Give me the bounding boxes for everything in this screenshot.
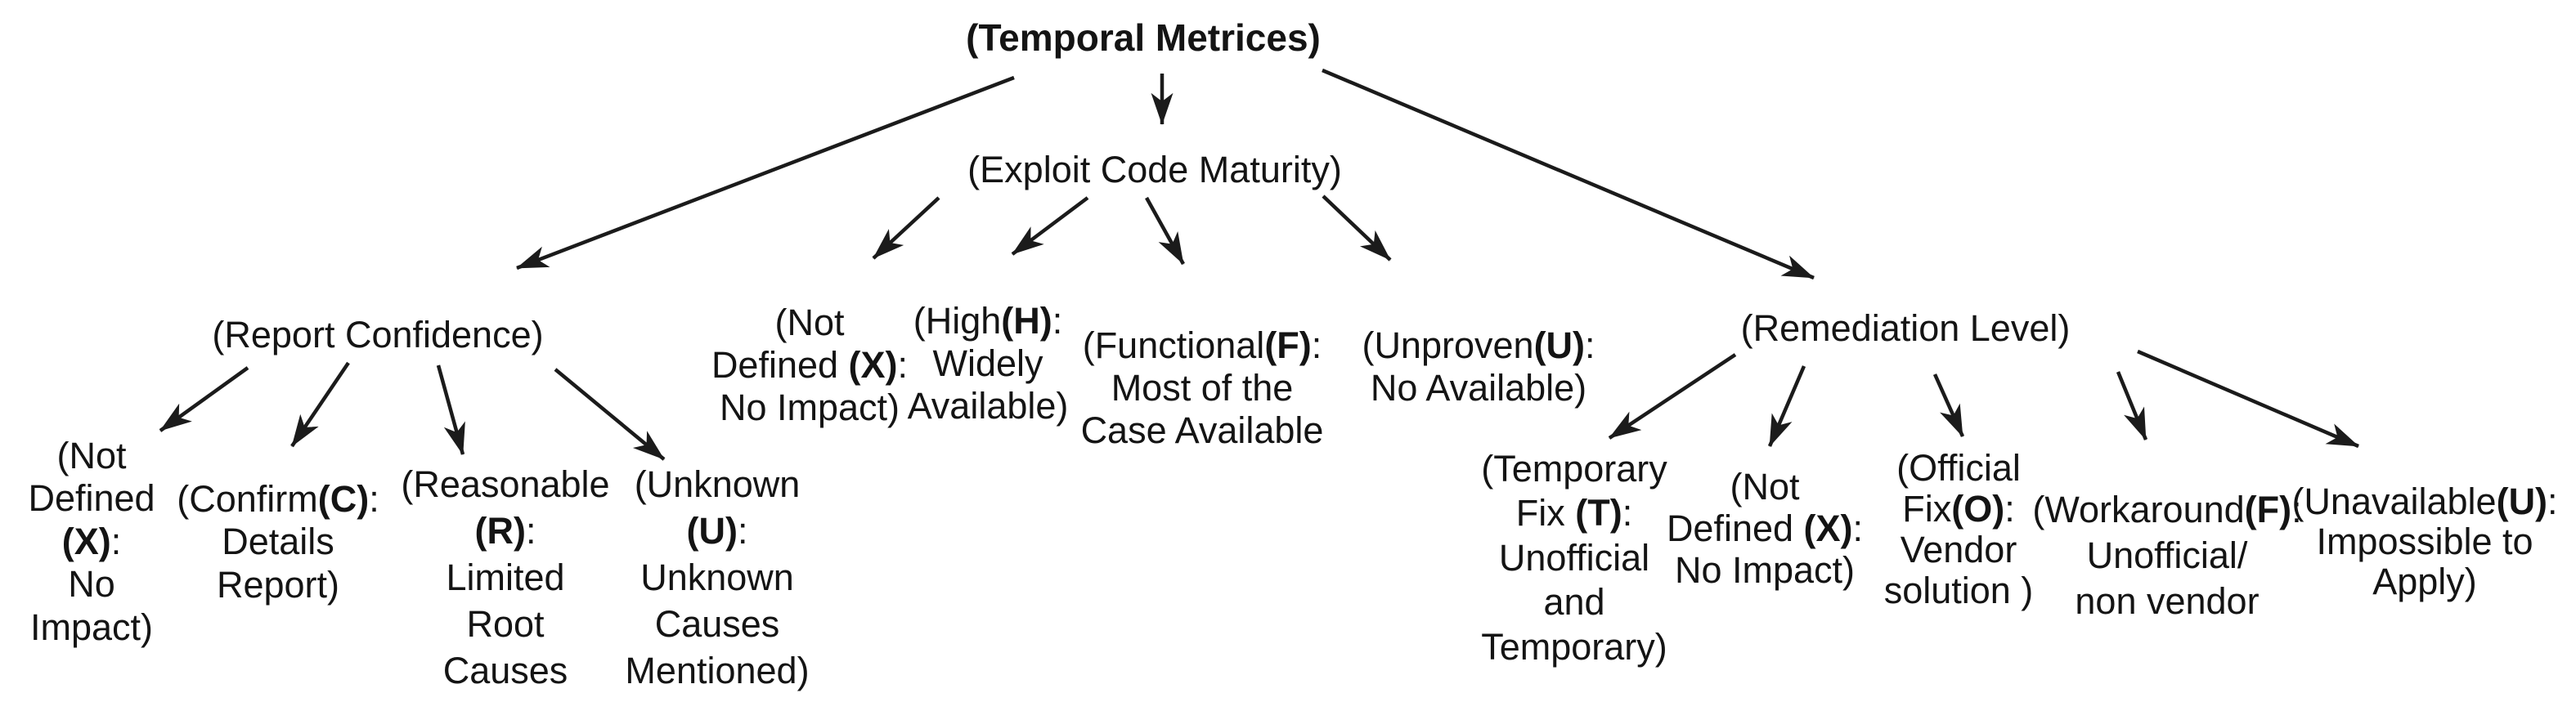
leaf-rl-temporary-fix-line: (Temporary	[1481, 447, 1667, 490]
leaf-rc-not-defined-line: Impact)	[29, 606, 154, 648]
leaf-rc-unknown-line: (U):	[686, 509, 748, 552]
edge-rc-to-rc4	[554, 368, 666, 461]
leaf-rc-reasonable-line: (Reasonable	[401, 463, 610, 505]
edge-ecm-to-ecm3	[1145, 196, 1185, 266]
edge-rl-to-rl3	[1932, 373, 1965, 437]
leaf-rl-not-defined-line: No Impact)	[1674, 548, 1856, 591]
node-report-confidence: (Report Confidence)	[212, 314, 543, 356]
leaf-rc-unknown-line: Mentioned)	[625, 649, 810, 691]
leaf-rl-temporary-fix-line: and	[1543, 581, 1605, 624]
edge-rl-to-rl4	[2116, 371, 2148, 440]
leaf-ecm-not-defined-line: (Not	[774, 302, 845, 343]
leaf-rl-temporary-fix-line: Unofficial	[1498, 536, 1650, 579]
edge-rc-to-rc1	[159, 366, 249, 432]
edge-rc-to-rc2	[290, 361, 350, 448]
leaf-rc-not-defined-line: No	[68, 563, 115, 606]
node-remediation-level: (Remediation Level)	[1741, 307, 2071, 350]
leaf-rc-confirm-line: Report)	[216, 563, 340, 606]
leaf-rl-temporary-fix-line: Temporary)	[1481, 625, 1667, 668]
leaf-rl-workaround-line: (Workaround(F):	[2032, 489, 2302, 530]
leaf-rl-workaround-line: Unofficial/	[2086, 534, 2248, 576]
leaf-rl-unavailable-line: Impossible to	[2316, 520, 2533, 562]
edge-root-to-rl	[1322, 68, 1815, 280]
edge-ecm-to-ecm1	[872, 196, 940, 260]
leaf-ecm-unproven-line: (Unproven(U):	[1362, 324, 1595, 366]
node-exploit-code-maturity: (Exploit Code Maturity)	[967, 149, 1342, 191]
leaf-rl-official-fix-line: solution )	[1883, 570, 2034, 611]
leaf-rc-reasonable-line: Causes	[442, 649, 568, 691]
leaf-rl-temporary-fix-line: Fix (T):	[1515, 492, 1633, 534]
leaf-ecm-functional-line: (Functional(F):	[1082, 324, 1322, 366]
edge-rc-to-rc3	[436, 364, 465, 455]
leaf-ecm-high-line: (High(H):	[913, 300, 1063, 342]
edge-ecm-to-ecm4	[1322, 195, 1392, 262]
leaf-ecm-high-line: Available)	[907, 385, 1069, 427]
leaf-rl-official-fix-line: (Official	[1896, 447, 2021, 489]
leaf-rc-reasonable-line: Root	[466, 602, 545, 645]
leaf-rl-unavailable-line: Apply)	[2372, 560, 2477, 602]
leaf-rc-reasonable-line: Limited	[446, 556, 565, 598]
leaf-rc-not-defined-line: (Not	[56, 434, 127, 476]
leaf-rl-not-defined-line: (Not	[1730, 465, 1800, 507]
leaf-ecm-unproven-line: No Available)	[1370, 367, 1587, 409]
leaf-ecm-functional-line: Most of the	[1111, 367, 1294, 409]
leaf-rc-reasonable-line: (R):	[474, 509, 536, 552]
edge-rl-to-rl2	[1767, 365, 1806, 447]
leaf-rl-not-defined-line: Defined (X):	[1666, 507, 1864, 549]
leaf-rl-official-fix-line: Fix(O):	[1902, 488, 2015, 530]
leaf-rc-unknown-line: Causes	[654, 602, 780, 645]
node-temporal-metrics: (Temporal Metrices)	[966, 16, 1321, 59]
node-remediation-level-line: (Remediation Level)	[1740, 307, 2071, 349]
edge-root-to-rc	[516, 75, 1015, 271]
leaf-rc-unknown-line: (Unknown	[634, 463, 801, 505]
leaf-rc-not-defined-line: (X):	[61, 520, 122, 562]
node-report-confidence-line: (Report Confidence)	[212, 314, 544, 355]
edge-rl-to-rl1	[1608, 353, 1737, 440]
node-exploit-code-maturity-line: (Exploit Code Maturity)	[967, 149, 1342, 190]
edge-ecm-to-ecm2	[1011, 196, 1089, 256]
leaf-rl-unavailable-line: (Unavailable(U):	[2291, 480, 2558, 522]
leaf-ecm-high-line: Widely	[932, 342, 1043, 384]
edge-rl-to-rl5	[2137, 349, 2359, 449]
leaf-ecm-not-defined-line: No Impact)	[719, 387, 900, 428]
leaf-rc-unknown-line: Unknown	[640, 556, 794, 598]
leaf-rc-not-defined-line: Defined	[28, 477, 155, 520]
leaf-rl-official-fix-line: Vendor	[1900, 529, 2017, 570]
leaf-ecm-unproven: (Unproven(U):No Available)	[1362, 324, 1595, 409]
leaf-ecm-functional-line: Case Available	[1080, 409, 1324, 451]
leaf-rc-confirm-line: (Confirm(C):	[177, 477, 379, 520]
leaf-rl-workaround-line: non vendor	[2075, 580, 2260, 622]
leaf-ecm-not-defined-line: Defined (X):	[711, 344, 909, 386]
leaf-rl-workaround: (Workaround(F):Unofficial/non vendor	[2032, 487, 2301, 624]
node-temporal-metrics-line: (Temporal Metrices)	[966, 16, 1321, 59]
leaf-rc-confirm-line: Details	[222, 521, 334, 563]
